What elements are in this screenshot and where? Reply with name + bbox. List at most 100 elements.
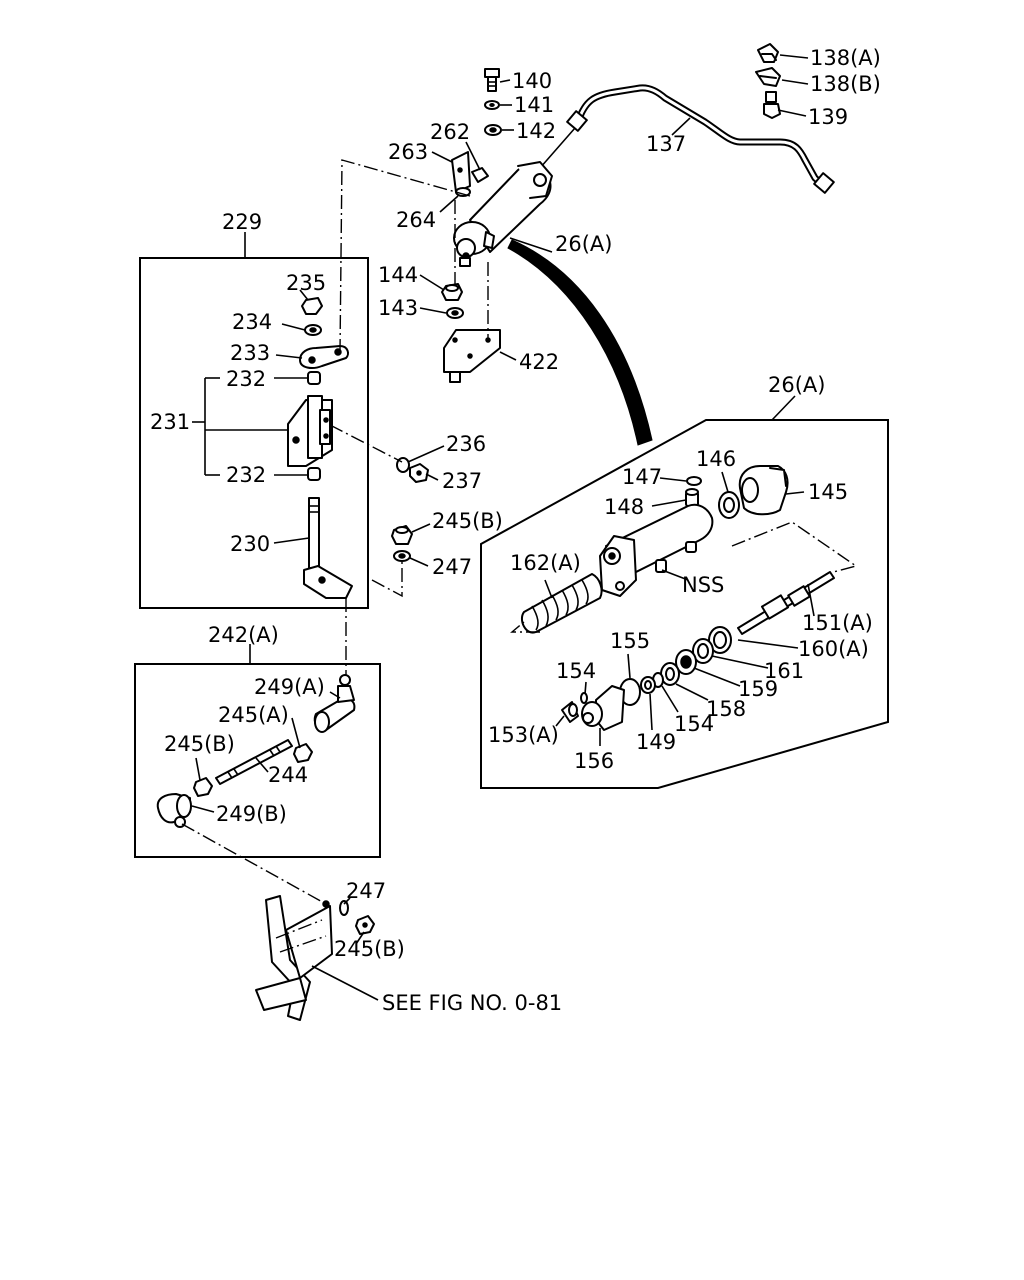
washer-234 (304, 324, 322, 336)
label-242a: 242(A) (208, 623, 279, 647)
rod-end-249b (156, 793, 192, 828)
label-see-fig: SEE FIG NO. 0-81 (382, 991, 562, 1015)
label-237: 237 (442, 469, 482, 493)
label-158: 158 (706, 697, 746, 721)
fitting-148 (685, 488, 699, 507)
washer-247-bottom (339, 900, 349, 916)
clip-138b (755, 67, 781, 87)
axis-pedal (181, 823, 327, 905)
label-247-mid: 247 (432, 555, 472, 579)
washer-141 (484, 100, 500, 110)
label-262: 262 (430, 120, 470, 144)
master-cylinder-26a (453, 161, 553, 267)
nut-245b-mid (391, 525, 413, 545)
seal-161 (692, 638, 714, 664)
fluid-pipe-137 (539, 84, 835, 194)
bushing-232-bottom (307, 467, 321, 481)
label-245a: 245(A) (218, 703, 289, 727)
label-264: 264 (396, 208, 436, 232)
label-155: 155 (610, 629, 650, 653)
label-236: 236 (446, 432, 486, 456)
washer-154-top (580, 692, 588, 704)
axis-247 (371, 560, 403, 598)
rod-244 (215, 739, 293, 785)
label-229: 229 (222, 210, 262, 234)
detail-pointer (507, 239, 653, 446)
label-143: 143 (378, 296, 418, 320)
label-141: 141 (514, 93, 554, 117)
piston-151a (737, 571, 835, 635)
nut-245b-box (193, 777, 213, 797)
label-147: 147 (622, 465, 662, 489)
label-145: 145 (808, 480, 848, 504)
label-154-bottom: 154 (674, 712, 714, 736)
label-233: 233 (230, 341, 270, 365)
label-146: 146 (696, 447, 736, 471)
label-156: 156 (574, 749, 614, 773)
frame-229 (139, 232, 369, 609)
seal-160a (708, 626, 732, 654)
axis-236 (329, 424, 403, 463)
bracket-263 (451, 151, 471, 193)
washer-264 (455, 187, 471, 197)
bolt-140 (484, 68, 500, 92)
label-422: 422 (519, 350, 559, 374)
ring-149 (640, 676, 656, 694)
label-144: 144 (378, 263, 418, 287)
cylinder-body (599, 503, 714, 597)
label-138b: 138(B) (810, 72, 881, 96)
flange-156 (581, 685, 625, 746)
nut-144 (441, 283, 463, 301)
label-149: 149 (636, 730, 676, 754)
clip-138a (757, 43, 779, 63)
frame-26a-detail (480, 395, 889, 789)
frame-242a (134, 644, 381, 858)
rod-end-249a (313, 674, 356, 733)
dust-boot-162a (520, 573, 603, 634)
bushing-232-top (307, 371, 321, 385)
label-247-bottom: 247 (346, 879, 386, 903)
washer-142 (484, 124, 502, 136)
nut-237 (409, 463, 429, 483)
clutch-pedal-bracket (255, 895, 379, 1021)
reservoir-cap-145 (738, 465, 789, 516)
bolt-139 (763, 91, 781, 119)
nut-235 (301, 297, 323, 315)
label-245b-mid: 245(B) (432, 509, 503, 533)
label-162a: 162(A) (510, 551, 581, 575)
washer-247-mid (393, 550, 411, 562)
label-161: 161 (764, 659, 804, 683)
label-137: 137 (646, 132, 686, 156)
seal-158 (660, 662, 680, 686)
label-159: 159 (738, 677, 778, 701)
axis-piston (731, 521, 858, 575)
nut-245b-bottom (355, 915, 375, 935)
axis-boot (510, 621, 540, 633)
label-153a: 153(A) (488, 723, 559, 747)
label-142: 142 (516, 119, 556, 143)
bleeder-153a (561, 701, 579, 723)
nut-245a (293, 743, 313, 763)
cup-159 (675, 649, 697, 675)
axis-lever (339, 159, 471, 353)
leader-lines (191, 54, 809, 945)
label-235: 235 (286, 271, 326, 295)
label-263: 263 (388, 140, 428, 164)
seal-146 (718, 491, 740, 519)
label-26a-top: 26(A) (555, 232, 612, 256)
label-148: 148 (604, 495, 644, 519)
label-234: 234 (232, 310, 272, 334)
label-230: 230 (230, 532, 270, 556)
label-249a: 249(A) (254, 675, 325, 699)
bracket-422 (443, 329, 517, 383)
label-140: 140 (512, 69, 552, 93)
label-245b-box: 245(B) (164, 732, 235, 756)
washer-147 (686, 476, 702, 486)
clip-262 (471, 167, 489, 183)
label-154-top: 154 (556, 659, 596, 683)
lever-233 (299, 345, 349, 369)
label-138a: 138(A) (810, 46, 881, 70)
shaft-230 (303, 497, 353, 599)
label-249b: 249(B) (216, 802, 287, 826)
label-245b-bottom: 245(B) (334, 937, 405, 961)
